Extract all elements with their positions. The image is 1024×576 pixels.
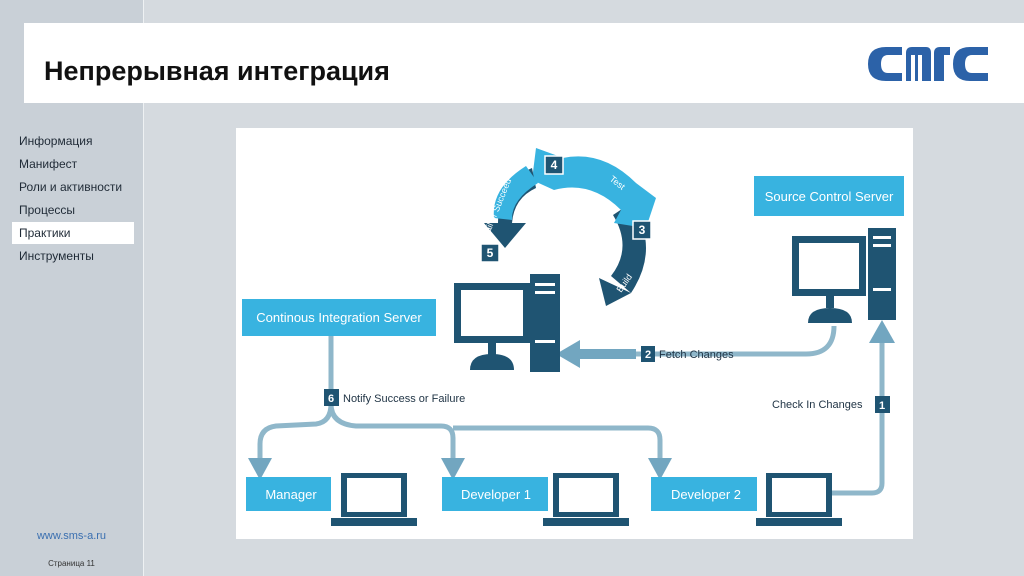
- source-monitor-icon: [792, 236, 866, 323]
- developer1-box: [442, 477, 548, 511]
- developer2-label: Developer 2: [671, 487, 741, 502]
- page-number: Страница 11: [48, 559, 95, 568]
- page-title: Непрерывная интеграция: [44, 56, 390, 86]
- step-4-number: 4: [551, 158, 558, 172]
- cycle-badges: 4 3 5: [480, 155, 652, 263]
- sidebar-item-roles[interactable]: Роли и активности: [19, 180, 123, 194]
- ci-diagram: 4 3 5 Test Build Fail or Succeed Source …: [236, 128, 913, 539]
- sidebar-item-tools[interactable]: Инструменты: [19, 249, 94, 263]
- developer1-label: Developer 1: [461, 487, 531, 502]
- ci-server-box: [242, 299, 436, 336]
- down-arrow-heads: [248, 458, 672, 480]
- sidebar-item-info[interactable]: Информация: [19, 134, 93, 148]
- ci-tower-icon: [530, 274, 560, 372]
- developer2-laptop-icon: [756, 473, 842, 526]
- step-3-number: 3: [639, 223, 646, 237]
- step-6-number: 6: [328, 393, 334, 405]
- sidebar-item-practices[interactable]: Практики: [12, 222, 134, 244]
- manager-laptop-icon: [331, 473, 417, 526]
- fetch-arrow-head: [556, 340, 580, 368]
- developer2-box: [651, 477, 757, 511]
- title-bar: Непрерывная интеграция: [24, 23, 1024, 103]
- company-logo: [868, 47, 988, 81]
- step-1-number: 1: [879, 400, 885, 412]
- manager-box: [246, 477, 331, 511]
- connector-lines: [257, 325, 885, 496]
- step-2-number: 2: [645, 349, 651, 361]
- site-url-link[interactable]: www.sms-a.ru: [36, 530, 107, 542]
- source-control-box: [754, 176, 904, 216]
- sidebar-menu: Информация Манифест Роли и активности Пр…: [12, 130, 134, 268]
- step-1-label: Check In Changes: [772, 399, 863, 411]
- sidebar-item-manifest[interactable]: Манифест: [19, 157, 78, 171]
- ci-monitor-icon: [454, 283, 530, 370]
- source-tower-icon: [868, 228, 896, 320]
- step-2-label: Fetch Changes: [659, 349, 734, 361]
- step-6-label: Notify Success or Failure: [343, 393, 465, 405]
- step-5-number: 5: [487, 246, 494, 260]
- developer1-laptop-icon: [543, 473, 629, 526]
- source-control-label: Source Control Server: [765, 189, 894, 204]
- check-in-arrow-head: [869, 320, 895, 343]
- sidebar-item-processes[interactable]: Процессы: [19, 203, 76, 217]
- ci-server-label: Continous Integration Server: [256, 310, 422, 325]
- manager-label: Manager: [265, 487, 317, 502]
